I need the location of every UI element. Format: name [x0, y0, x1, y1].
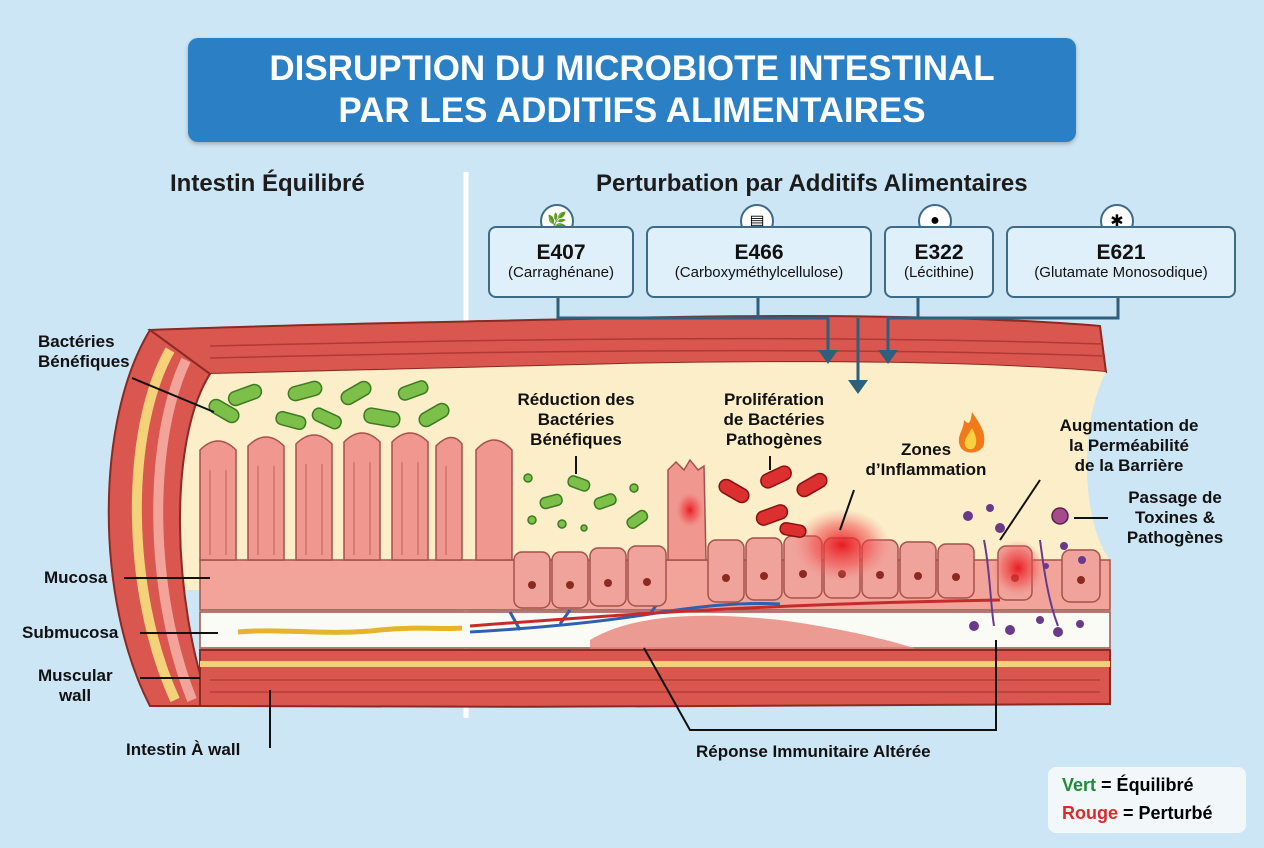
label-toxins: Passage de Toxines & Pathogènes [1126, 488, 1224, 547]
title-line-1: DISRUPTION DU MICROBIOTE INTESTINAL [269, 49, 995, 88]
legend-row-disrupted: Rouge = Perturbé [1062, 799, 1246, 827]
legend-row-balanced: Vert = Équilibré [1062, 771, 1246, 799]
legend-green-word: Vert [1062, 775, 1097, 795]
additive-code: E466 [734, 241, 784, 264]
label-intestine-wall: Intestin À wall [126, 740, 241, 759]
label-beneficial-bacteria: Bactéries Bénéfiques [38, 332, 130, 371]
label-reduction: Réduction des Bactéries Bénéfiques [517, 390, 635, 449]
fire-icon [958, 412, 985, 453]
label-permeability: Augmentation de la Perméabilité de la Ba… [1059, 416, 1199, 475]
bottom-muscular-wall [199, 649, 1111, 708]
label-muscular-wall: Muscular wall [38, 666, 113, 705]
additive-name: (Glutamate Monosodique) [1034, 264, 1208, 281]
inflammation-zone [794, 509, 890, 581]
label-inflammation: Zones d’Inflammation [865, 440, 987, 479]
title-line-2: PAR LES ADDITIFS ALIMENTAIRES [338, 91, 926, 130]
pathogenic-bacteria [718, 465, 828, 538]
beneficial-bacteria-healthy [208, 380, 450, 431]
additive-name: (Lécithine) [903, 264, 975, 281]
label-mucosa: Mucosa [44, 568, 108, 587]
title-banner: DISRUPTION DU MICROBIOTE INTESTINAL PAR … [188, 38, 1076, 142]
leader-lines-left [124, 377, 271, 748]
color-legend: Vert = Équilibré Rouge = Perturbé [1048, 767, 1246, 833]
inflammation-zone-2 [992, 540, 1044, 596]
label-immune-response: Réponse Immunitaire Altérée [696, 742, 931, 761]
artery [469, 598, 1001, 628]
additive-code: E322 [914, 241, 964, 264]
additive-card-e466: E466 (Carboxyméthylcellulose) [646, 226, 872, 298]
toxin-particles [963, 504, 1086, 637]
additive-card-e322: E322 (Lécithine) [884, 226, 994, 298]
legend-red-text: = Perturbé [1123, 803, 1213, 823]
right-section-heading: Perturbation par Additifs Alimentaires [596, 170, 1028, 197]
beneficial-bacteria-reduced [523, 473, 649, 532]
connector-arrowheads [818, 350, 898, 394]
additive-card-e407: E407 (Carraghénane) [488, 226, 634, 298]
legend-red-word: Rouge [1062, 803, 1118, 823]
immune-swelling [590, 615, 920, 650]
pathogen-particle [1051, 507, 1069, 525]
nerve-fiber [237, 625, 463, 635]
label-proliferation: Prolifération de Bactéries Pathogènes [723, 390, 825, 449]
label-submucosa: Submucosa [22, 623, 119, 642]
legend-green-text: = Équilibré [1101, 775, 1194, 795]
additive-code: E621 [1096, 241, 1146, 264]
additive-connectors [556, 296, 1120, 382]
additive-card-e621: E621 (Glutamate Monosodique) [1006, 226, 1236, 298]
additive-code: E407 [536, 241, 586, 264]
leader-lines-right [575, 456, 1108, 731]
additive-name: (Carraghénane) [508, 264, 614, 281]
left-section-heading: Intestin Équilibré [170, 170, 365, 197]
healthy-villi [199, 432, 463, 561]
additive-name: (Carboxyméthylcellulose) [674, 264, 844, 281]
